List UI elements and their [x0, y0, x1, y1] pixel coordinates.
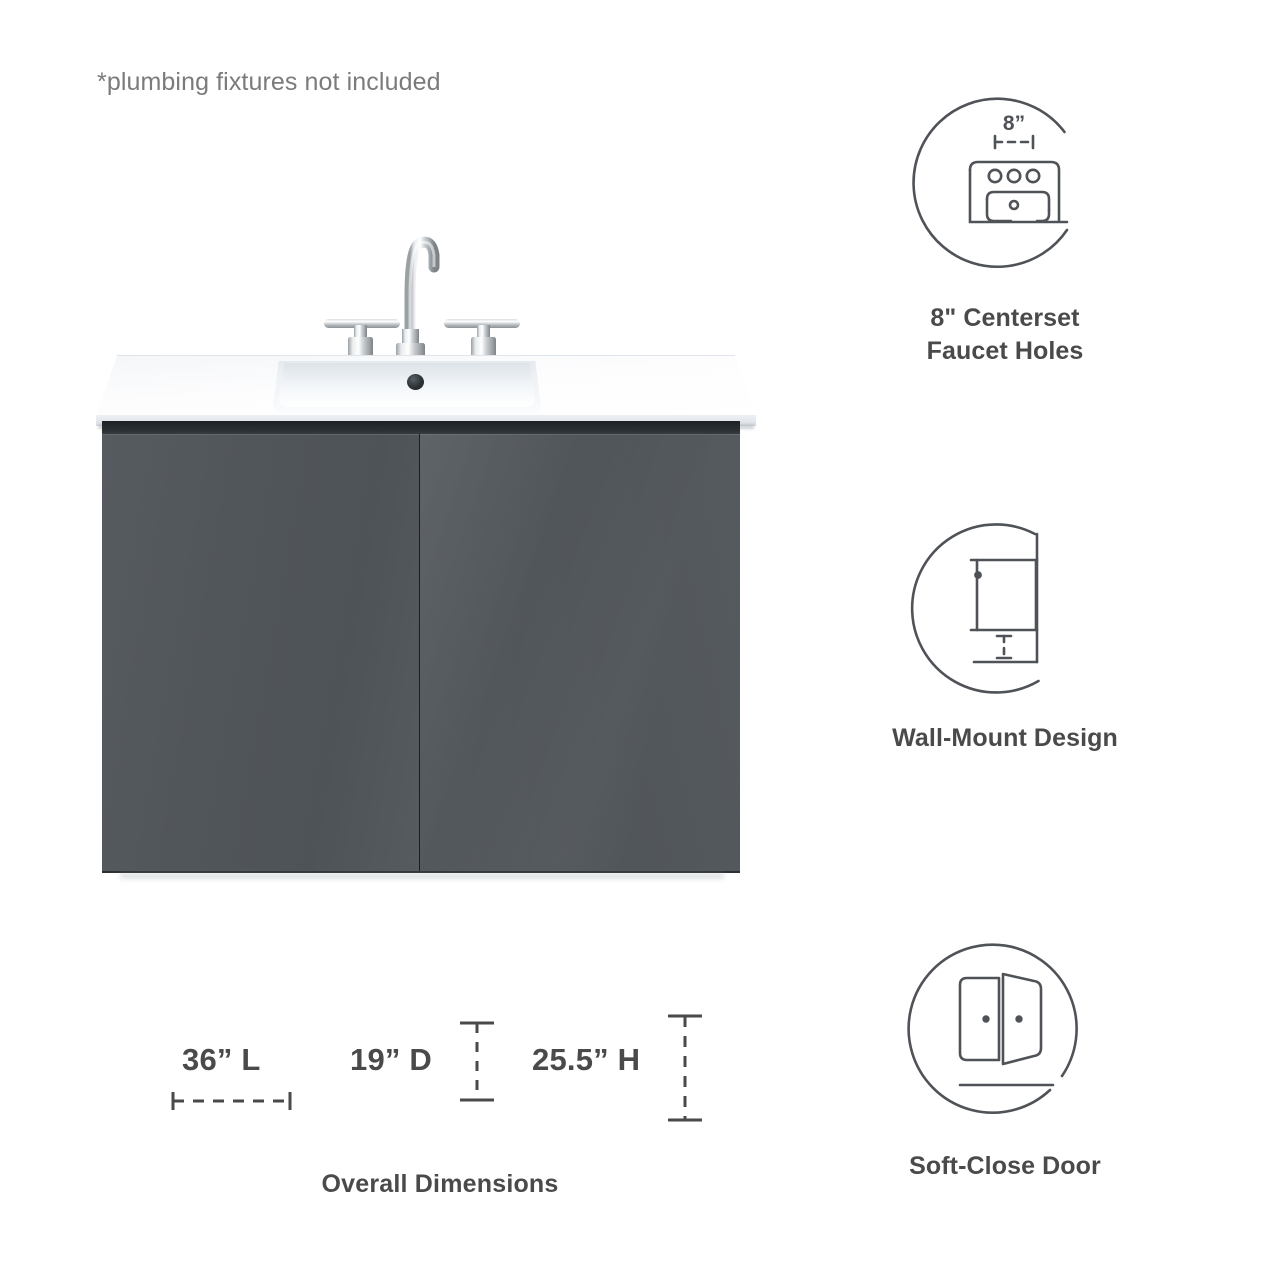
cabinet-bottom-edge	[102, 871, 740, 873]
cabinet-door-left	[102, 434, 420, 873]
vanity-cabinet	[102, 421, 740, 879]
dimension-depth-marker	[460, 1021, 494, 1102]
dimension-height-label: 25.5” H	[532, 1042, 641, 1077]
faucet-illustration	[324, 236, 520, 370]
feature-wall-mount-icon-wrap	[860, 512, 1150, 708]
feature-faucet-holes-icon-wrap: 8”	[860, 92, 1150, 288]
sink-faucet-holes-icon: 8”	[912, 97, 1069, 269]
countertop-edge	[96, 415, 756, 426]
feature-faucet-holes-label-line1: 8" Centerset	[930, 304, 1080, 332]
dimension-height-marker	[668, 1014, 702, 1122]
cabinet-shadow	[120, 873, 724, 879]
feature-wall-mount: Wall-Mount Design	[860, 512, 1150, 755]
disclaimer-text: *plumbing fixtures not included	[97, 68, 441, 96]
sink-drain	[407, 374, 424, 390]
cabinet-door-right	[420, 434, 740, 873]
feature-soft-close-door-icon-wrap	[860, 940, 1150, 1136]
feature-faucet-holes-label: 8" Centerset Faucet Holes	[860, 302, 1150, 369]
feature-faucet-holes: 8” 8" Centerset Faucet Holes	[860, 92, 1150, 369]
feature-soft-close-door-label-line1: Soft-Close Door	[909, 1152, 1101, 1180]
dimension-length-label: 36” L	[182, 1042, 261, 1077]
countertop	[96, 355, 756, 429]
feature-faucet-holes-label-line2: Faucet Holes	[926, 337, 1084, 366]
overall-dimensions-group: 36” L 19” D 25.5” H Overall Dimensions	[150, 1010, 730, 1200]
feature-soft-close-door: Soft-Close Door	[860, 940, 1150, 1183]
cabinet-top-reveal	[102, 421, 740, 435]
soft-close-door-icon	[907, 943, 1078, 1114]
product-image	[96, 225, 756, 880]
feature-wall-mount-label: Wall-Mount Design	[860, 722, 1150, 755]
overall-dimensions-caption: Overall Dimensions	[321, 1170, 559, 1198]
dimension-depth-label: 19” D	[350, 1042, 432, 1077]
dimension-length-marker	[171, 1092, 292, 1110]
wall-mount-icon	[910, 523, 1040, 694]
feature-wall-mount-label-line1: Wall-Mount Design	[892, 724, 1118, 752]
faucet-holes-icon-dimension-label: 8”	[1003, 112, 1025, 135]
faucet-spout	[388, 236, 440, 370]
feature-soft-close-door-label: Soft-Close Door	[860, 1150, 1150, 1183]
